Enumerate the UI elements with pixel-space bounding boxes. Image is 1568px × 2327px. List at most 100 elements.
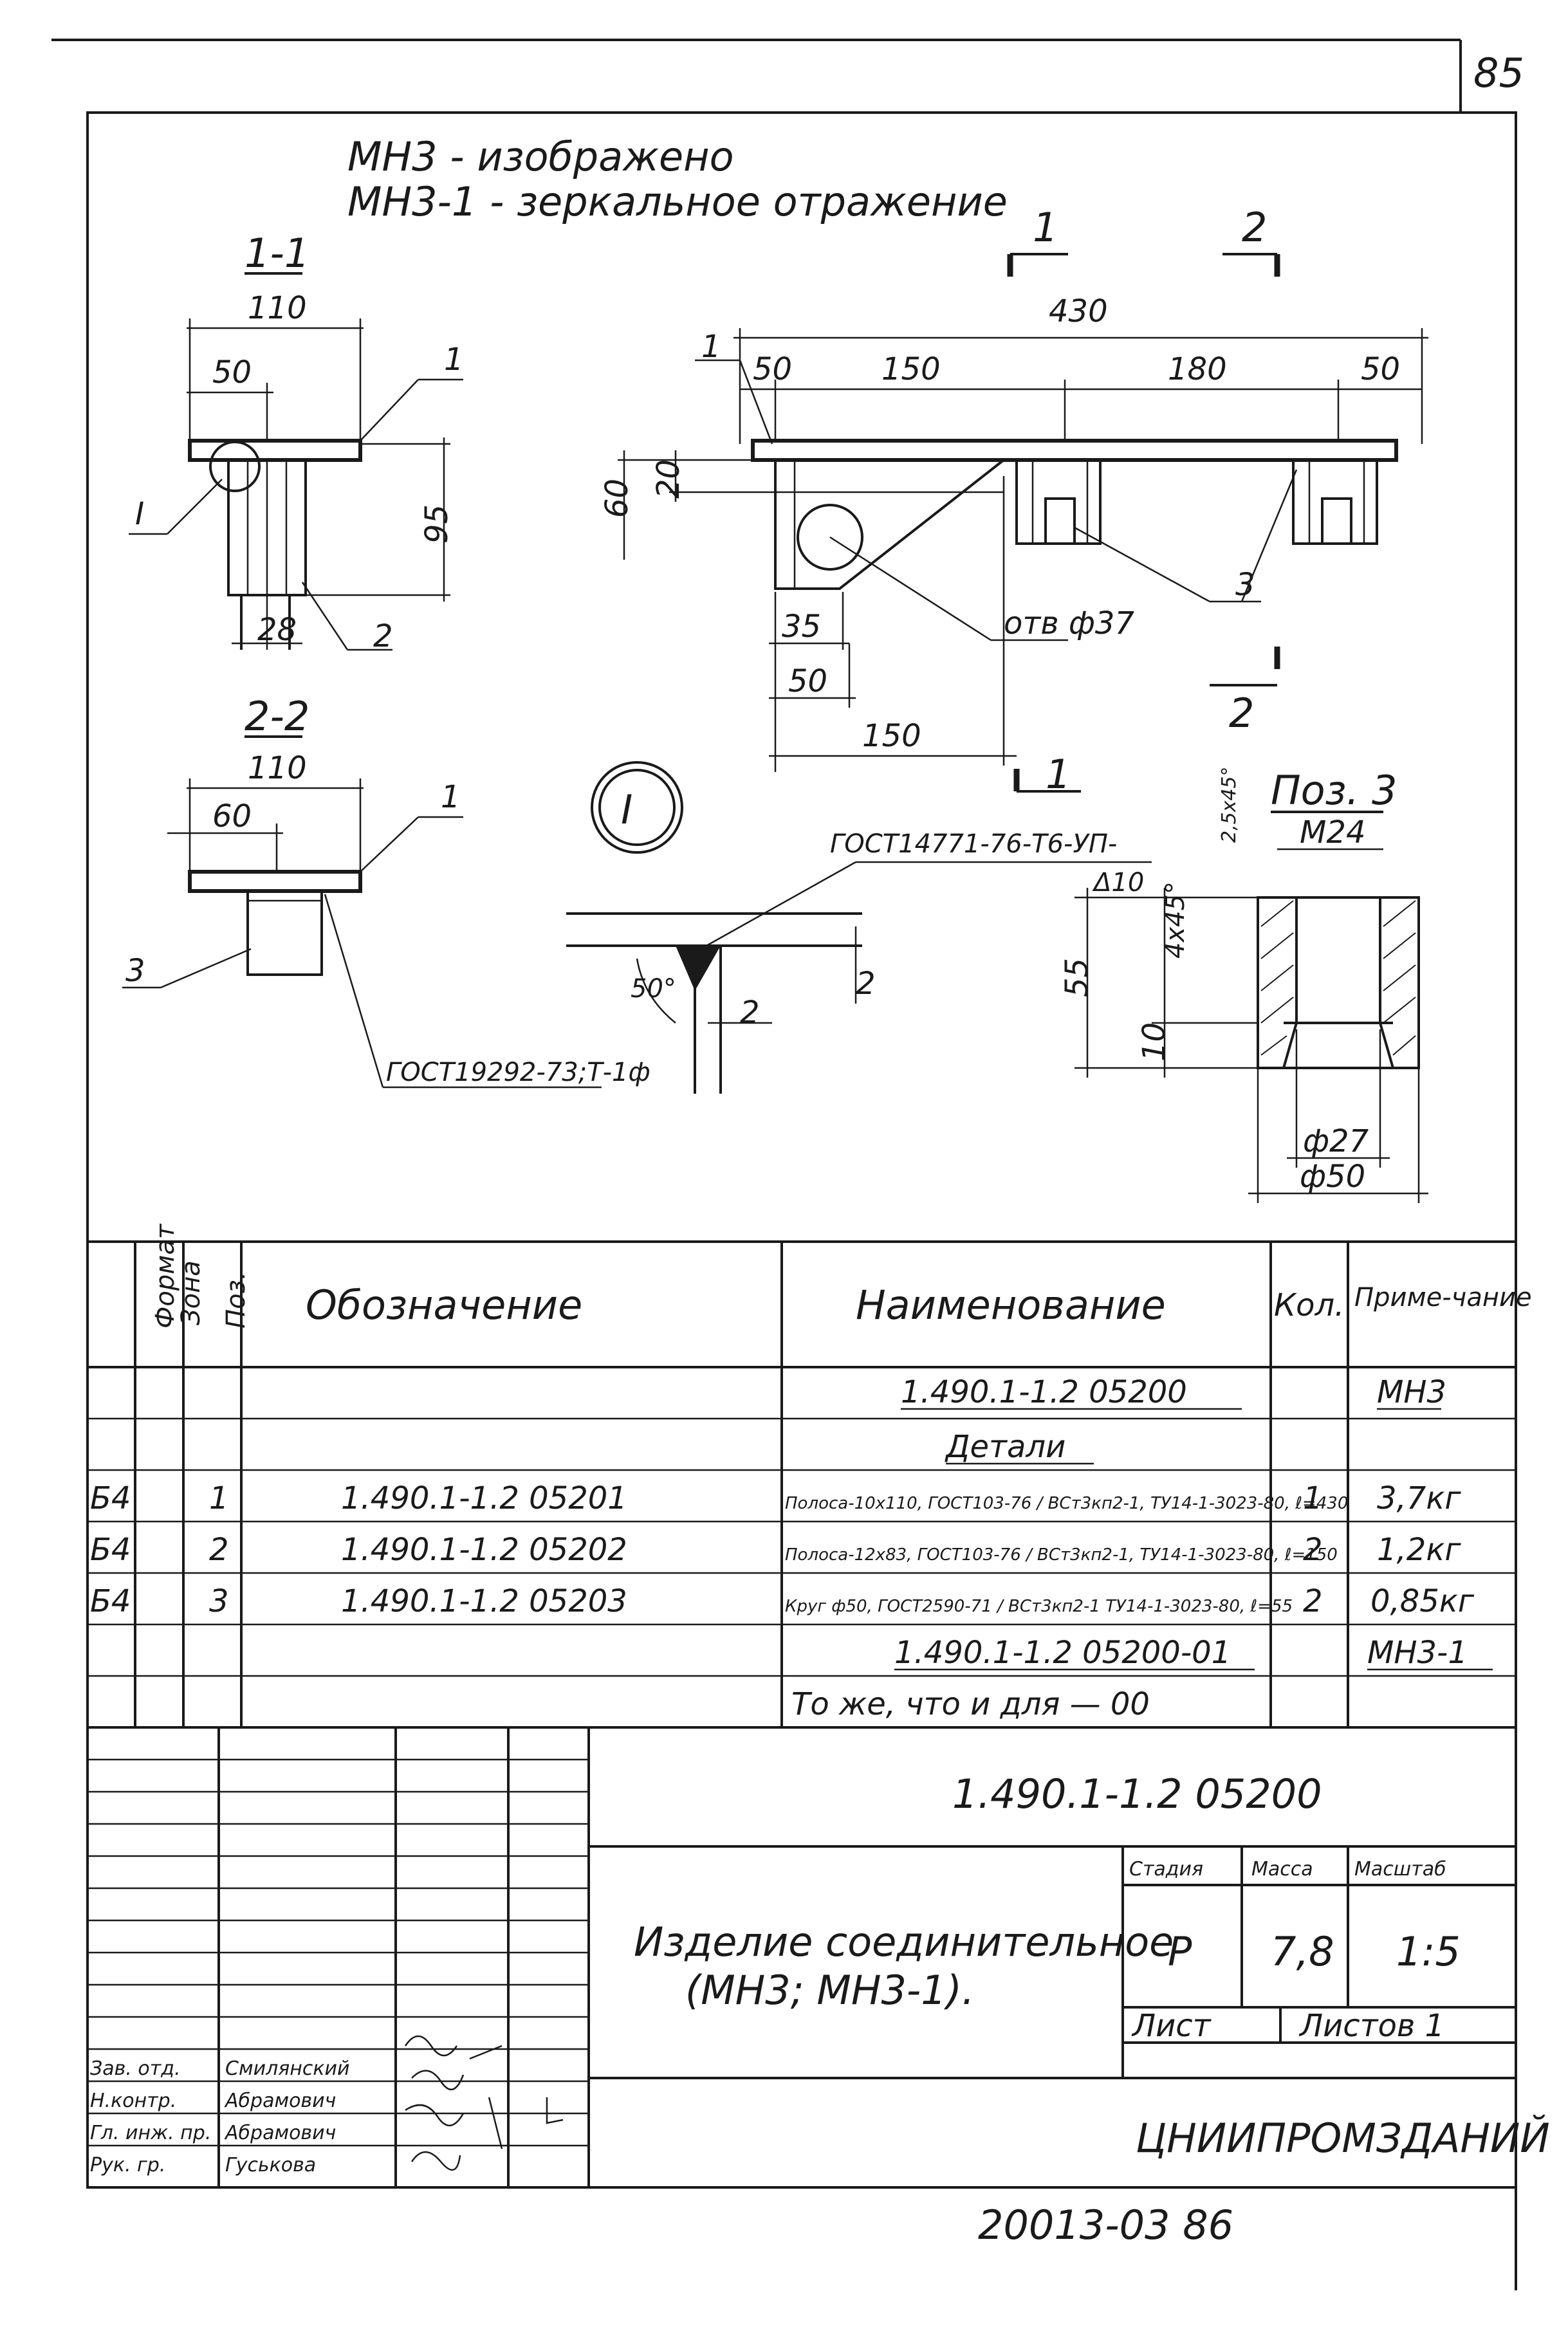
- sig-name-3: Абрамович: [224, 2122, 336, 2144]
- detail-weld-line1: ГОСТ14771-76-Т6-УП-: [830, 829, 1117, 859]
- detail-weld-line2: Δ10: [1092, 868, 1144, 897]
- s11-callout-2: 2: [373, 618, 393, 654]
- row2-pos: 1: [209, 1480, 229, 1516]
- mv-dim-50d: 50: [1361, 351, 1400, 387]
- section-2-2-label: 2-2: [244, 693, 309, 740]
- scale-label: Масштаб: [1354, 1858, 1446, 1881]
- mv-dim-60: 60: [599, 479, 635, 518]
- s22-callout-1: 1: [441, 779, 461, 815]
- row3-pos: 2: [209, 1532, 229, 1568]
- hdr-pos: Поз.: [221, 1271, 251, 1329]
- row6-name: То же, что и для — 00: [791, 1686, 1150, 1722]
- row2-note: 3,7кг: [1377, 1480, 1461, 1516]
- pos3-label: Поз. 3: [1271, 767, 1397, 814]
- title-line-2: МН3-1 - зеркальное отражение: [347, 178, 1008, 225]
- sheet-label: Лист: [1131, 2008, 1212, 2044]
- s22-weld-note: ГОСТ19292-73;Т-1ф: [386, 1058, 650, 1087]
- row0-note: МН3: [1377, 1374, 1446, 1410]
- row4-pos: 3: [209, 1583, 229, 1619]
- scale-value: 1:5: [1396, 1928, 1461, 1975]
- s11-dim-28: 28: [257, 612, 297, 648]
- s11-dim-95: 95: [419, 504, 455, 544]
- row2-format: Б4: [90, 1480, 131, 1516]
- row1-name: Детали: [945, 1429, 1065, 1465]
- cut-2-bottom: 2: [1229, 690, 1254, 737]
- footer-code: 20013-03 86: [978, 2202, 1233, 2249]
- doc-code: 1.490.1-1.2 05200: [952, 1771, 1322, 1817]
- pos3-dim-10: 10: [1136, 1022, 1172, 1062]
- s22-dim-60: 60: [212, 798, 252, 834]
- section-1-1-label: 1-1: [244, 230, 309, 277]
- row4-designation: 1.490.1-1.2 05203: [341, 1583, 627, 1619]
- row4-note: 0,85кг: [1370, 1583, 1475, 1619]
- mv-hole-label: отв ф37: [1004, 605, 1134, 641]
- row3-format: Б4: [90, 1532, 131, 1568]
- mv-dim-35: 35: [782, 609, 821, 645]
- pos3-chamfer-top: 2,5х45°: [1218, 766, 1241, 843]
- sig-name-2: Абрамович: [224, 2090, 336, 2112]
- s22-dim-110: 110: [248, 750, 307, 786]
- mv-dim-180: 180: [1168, 351, 1227, 387]
- main-view: 1 2 2 1 430 50 150 180 50 отв ф37: [599, 204, 1428, 798]
- hdr-format: Формат: [151, 1223, 180, 1329]
- sig-role-4: Рук. гр.: [90, 2154, 165, 2176]
- row3-name: Полоса-12х83, ГОСТ103-76 / ВСт3кп2-1, ТУ…: [785, 1545, 1338, 1565]
- hdr-designation: Обозначение: [306, 1282, 582, 1329]
- row2-designation: 1.490.1-1.2 05201: [341, 1480, 627, 1516]
- product-name-2: (МН3; МН3-1).: [685, 1967, 975, 2014]
- row3-note: 1,2кг: [1377, 1532, 1461, 1568]
- row5-name: 1.490.1-1.2 05200-01: [894, 1635, 1231, 1671]
- mass-label: Масса: [1251, 1858, 1313, 1881]
- section-1-1: 1-1 110 50 95 1 I 2 28: [129, 230, 464, 654]
- row2-name: Полоса-10х110, ГОСТ103-76 / ВСт3кп2-1, Т…: [785, 1494, 1348, 1513]
- row2-qty: 1: [1303, 1480, 1323, 1516]
- mv-dim-150b: 150: [862, 718, 921, 754]
- pos3-d27: ф27: [1303, 1123, 1369, 1159]
- pos3-thread: М24: [1300, 814, 1366, 851]
- pos3-chamfer-mid: 4х45°: [1161, 881, 1190, 959]
- row5-note: МН3-1: [1367, 1635, 1468, 1671]
- s11-callout-1: 1: [444, 342, 464, 378]
- mv-callout-1: 1: [701, 329, 721, 365]
- mass-value: 7,8: [1271, 1928, 1334, 1975]
- detail-I: I 50° ГОСТ14771-76-Т6-УП- Δ10 2 2: [566, 761, 1152, 1094]
- mv-dim-50b: 50: [788, 663, 827, 699]
- hdr-zone: Зона: [176, 1260, 206, 1325]
- row3-qty: 2: [1303, 1532, 1323, 1568]
- hdr-note: Приме-чание: [1354, 1283, 1532, 1312]
- sheet-number: 85: [1473, 50, 1524, 97]
- mv-dim-50a: 50: [753, 351, 792, 387]
- cut-1-bottom: 1: [1046, 751, 1071, 798]
- signature-scribble: [404, 2035, 503, 2171]
- hdr-name: Наименование: [856, 1282, 1166, 1329]
- sig-role-2: Н.контр.: [90, 2090, 176, 2112]
- stage-label: Стадия: [1129, 1858, 1203, 1881]
- title-block: 1.490.1-1.2 05200 Изделие соединительное…: [88, 1727, 1550, 2187]
- product-name-1: Изделие соединительное: [634, 1918, 1174, 1965]
- mv-dim-150: 150: [881, 351, 941, 387]
- mv-dim-20: 20: [650, 459, 687, 499]
- detail-dim-2a: 2: [740, 995, 760, 1031]
- s11-dim-50: 50: [212, 354, 252, 391]
- s11-dim-110: 110: [248, 290, 307, 326]
- signature-mark: [546, 2097, 564, 2124]
- org-name: ЦНИИПРОМЗДАНИЙ: [1136, 2114, 1550, 2162]
- pos3-d50: ф50: [1300, 1159, 1365, 1195]
- mv-callout-3: 3: [1235, 567, 1255, 603]
- row4-format: Б4: [90, 1583, 131, 1619]
- stage-value: Р: [1168, 1928, 1192, 1975]
- sig-role-1: Зав. отд.: [90, 2057, 180, 2080]
- s11-detail-mark: I: [135, 496, 144, 532]
- mv-dim-430: 430: [1049, 293, 1108, 329]
- pos3-dim-55: 55: [1059, 958, 1095, 997]
- s22-callout-3: 3: [125, 953, 145, 989]
- title-line-1: МН3 - изображено: [347, 133, 734, 180]
- sig-name-1: Смилянский: [225, 2057, 350, 2080]
- detail-angle: 50°: [631, 974, 676, 1004]
- sig-role-3: Гл. инж. пр.: [90, 2122, 211, 2144]
- detail-I-mark: I: [621, 786, 632, 833]
- row0-name: 1.490.1-1.2 05200: [901, 1374, 1187, 1410]
- pos-3-detail: Поз. 3 М24 2,5х45° 55 4х45° 10: [1059, 766, 1428, 1203]
